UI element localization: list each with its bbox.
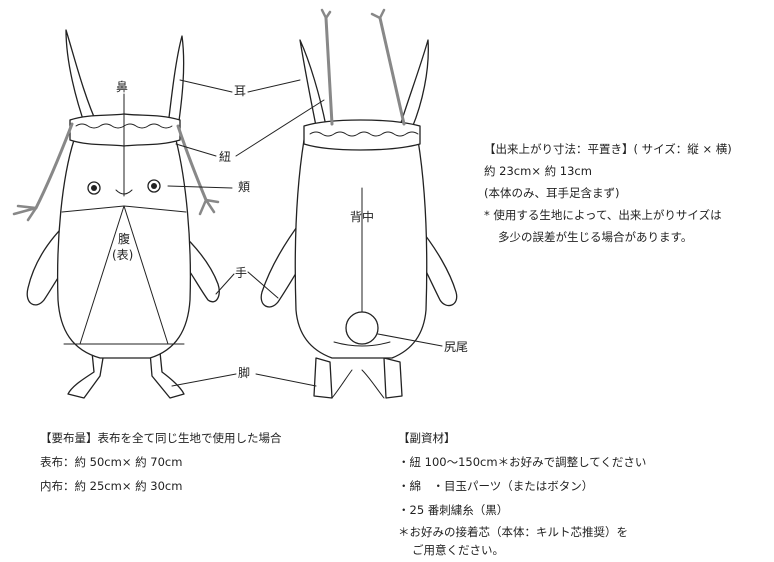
materials-item-3: ・25 番刺繍糸（黒） xyxy=(398,503,509,517)
leader-lines xyxy=(123,79,443,387)
label-cheek: 頬 xyxy=(238,180,251,194)
fabric-outer: 表布：約 50cm× 約 70cm xyxy=(40,455,183,469)
fabric-heading-text: 表布を全て同じ生地で使用した場合 xyxy=(97,431,282,445)
back-string-left xyxy=(324,16,334,126)
back-left-leg xyxy=(313,357,333,399)
front-body xyxy=(56,139,192,359)
fabric-heading-bracket: 【要布量】 xyxy=(40,431,98,445)
materials-note-1: ＊お好みの接着芯（本体：キルト芯推奨）を xyxy=(398,525,628,539)
front-right-leg xyxy=(149,351,185,399)
size-line-1: 約 23cm× 約 13cm xyxy=(484,164,592,178)
materials-item-2: ・綿 ・目玉パーツ（またはボタン） xyxy=(398,479,594,493)
back-ruffle xyxy=(303,119,421,151)
materials-info: 【副資材】 ・紐 100～150cm＊お好みで調整してください ・綿 ・目玉パー… xyxy=(398,427,646,559)
materials-note-2: ご用意ください。 xyxy=(412,543,504,557)
size-line-2: (本体のみ、耳手足含まず) xyxy=(484,186,620,200)
back-string-right xyxy=(378,16,406,126)
front-ruffle xyxy=(69,113,181,147)
back-tail xyxy=(345,311,379,345)
back-body xyxy=(294,139,428,359)
label-ear: 耳 xyxy=(234,84,247,98)
front-string-right xyxy=(176,124,208,202)
label-string: 紐 xyxy=(219,150,232,164)
materials-item-1: ・紐 100～150cm＊お好みで調整してください xyxy=(398,455,647,469)
back-right-ear xyxy=(399,39,429,129)
front-view xyxy=(12,29,220,399)
back-right-leg xyxy=(383,357,403,399)
back-view xyxy=(260,8,458,399)
label-belly-sub: (表) xyxy=(112,248,134,262)
size-note-1: * 使用する生地によって、出来上がりサイズは xyxy=(484,208,722,222)
materials-heading: 【副資材】 xyxy=(398,431,456,445)
fabric-heading: 【要布量】表布を全て同じ生地で使用した場合 xyxy=(40,427,282,449)
size-note-2: 多少の誤差が生じる場合があります。 xyxy=(498,230,693,244)
label-leg: 脚 xyxy=(238,366,251,380)
size-info: 【出来上がり寸法：平置き】( サイズ：縦 × 横) 約 23cm× 約 13cm… xyxy=(484,138,732,248)
label-hand: 手 xyxy=(235,266,248,280)
front-string-left xyxy=(34,122,74,210)
fabric-inner: 内布：約 25cm× 約 30cm xyxy=(40,479,183,493)
label-nose: 鼻 xyxy=(116,80,129,94)
size-heading: 【出来上がり寸法：平置き】( サイズ：縦 × 横) xyxy=(484,142,732,156)
fabric-info: 【要布量】表布を全て同じ生地で使用した場合 表布：約 50cm× 約 70cm … xyxy=(40,427,282,497)
label-back: 背中 xyxy=(350,210,375,224)
front-left-leg xyxy=(67,351,105,399)
back-left-ear xyxy=(299,39,327,127)
front-left-ear xyxy=(65,29,99,129)
label-belly: 腹 xyxy=(118,232,131,246)
label-tail: 尻尾 xyxy=(444,340,469,354)
front-right-ear xyxy=(167,35,185,129)
